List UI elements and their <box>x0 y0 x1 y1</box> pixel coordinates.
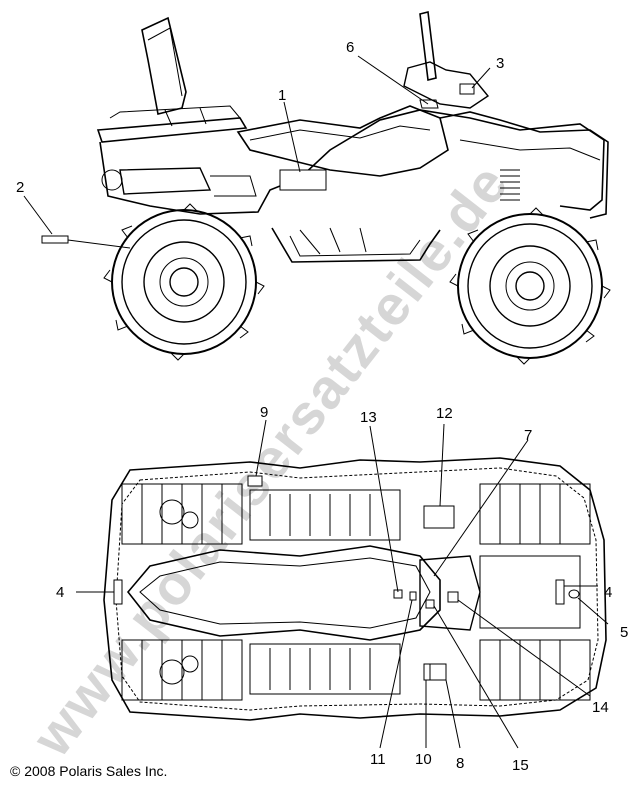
callout-14: 14 <box>592 699 609 716</box>
atv-side-view <box>23 11 611 365</box>
callout-1: 1 <box>278 87 286 104</box>
decal-11-shape <box>409 591 417 601</box>
decal-12-shape <box>423 505 455 529</box>
decal-15-shape <box>425 599 435 609</box>
callout-15: 15 <box>512 757 529 774</box>
decal-10-shape <box>423 663 431 681</box>
callout-6: 6 <box>346 39 354 56</box>
decal-1-shape <box>279 169 327 191</box>
decal-14-shape <box>447 591 459 603</box>
decal-9-shape <box>247 475 263 487</box>
callout-8: 8 <box>456 755 464 772</box>
decal-2-shape <box>41 235 69 244</box>
callout-9: 9 <box>260 404 268 421</box>
callout-10: 10 <box>415 751 432 768</box>
callout-4-left: 4 <box>56 584 64 601</box>
decal-3-shape <box>459 83 475 95</box>
callout-5: 5 <box>620 624 628 641</box>
callout-2: 2 <box>16 179 24 196</box>
callout-3: 3 <box>496 55 504 72</box>
callout-12: 12 <box>436 405 453 422</box>
atv-top-view <box>76 419 609 749</box>
decal-4-right-shape <box>555 579 565 605</box>
callout-7: 7 <box>524 427 532 444</box>
copyright-notice: © 2008 Polaris Sales Inc. <box>10 763 168 779</box>
decal-4-left-shape <box>113 579 123 605</box>
callout-4-right: 4 <box>604 584 612 601</box>
callout-13: 13 <box>360 409 377 426</box>
callout-11: 11 <box>370 751 386 768</box>
decal-5-shape <box>568 589 580 599</box>
